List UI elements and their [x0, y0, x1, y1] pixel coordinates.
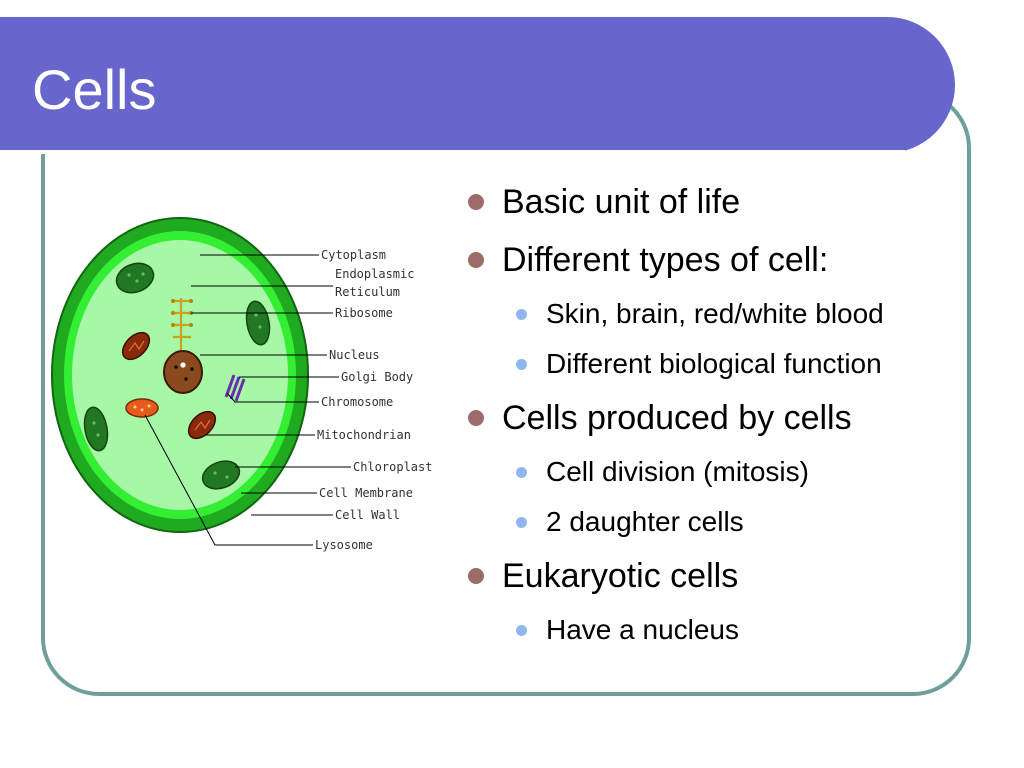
sub-bullet-text: Skin, brain, red/white blood: [546, 298, 884, 329]
bullet-text: Different types of cell:: [502, 241, 829, 279]
bullet-item: Basic unit of life: [464, 182, 984, 222]
sub-bullet-text: Different biological function: [546, 348, 882, 379]
bullet-dot-icon: [468, 410, 484, 426]
leader-lines: [144, 254, 351, 546]
label-nucleus: Nucleus: [329, 348, 380, 362]
label-chromosome: Chromosome: [321, 395, 393, 409]
sub-bullet-item: Different biological function: [500, 348, 984, 380]
sub-bullet-dot-icon: [516, 467, 527, 478]
bullet-text: Eukaryotic cells: [502, 557, 739, 595]
chloroplast-shape: [201, 460, 241, 490]
sub-bullet-dot-icon: [516, 625, 527, 636]
nucleus-shape: [163, 350, 203, 394]
ribosome-dots: [171, 299, 193, 327]
bullet-text: Cells produced by cells: [502, 399, 852, 437]
label-cell-wall: Cell Wall: [335, 508, 400, 522]
sub-bullet-item: Have a nucleus: [500, 614, 984, 646]
bullet-item: Cells produced by cells: [464, 398, 984, 438]
mitochondria-cristae: [128, 340, 211, 431]
bullet-text: Basic unit of life: [502, 183, 741, 221]
sub-bullet-text: Have a nucleus: [546, 614, 740, 645]
mitochondria: [121, 331, 217, 440]
sub-bullet-text: Cell division (mitosis): [546, 456, 809, 487]
bullet-dot-icon: [468, 568, 484, 584]
bullet-dot-icon: [468, 252, 484, 268]
label-chloroplast: Chloroplast: [353, 460, 432, 474]
label-reticulum: Reticulum: [335, 285, 400, 299]
chromosome-dots: [174, 365, 194, 381]
bullet-item: Different types of cell:: [464, 240, 984, 280]
chloroplast-texture: [92, 272, 262, 479]
bullet-item: Eukaryotic cells: [464, 556, 984, 596]
slide-title: Cells: [32, 58, 157, 121]
plant-cell-diagram: Cytoplasm Endoplasmic Reticulum Ribosome…: [51, 217, 432, 552]
title-bar: Cells: [0, 17, 955, 154]
mitochondrion-shape: [187, 410, 217, 440]
mitochondrion-shape: [121, 331, 151, 361]
chloroplast-shape: [83, 406, 109, 452]
label-lysosome: Lysosome: [315, 538, 373, 552]
diagram-labels: Cytoplasm Endoplasmic Reticulum Ribosome…: [315, 248, 432, 552]
lysosome-shape: [125, 398, 159, 418]
label-mitochondrian: Mitochondrian: [317, 428, 411, 442]
label-golgi-body: Golgi Body: [341, 370, 413, 384]
sub-bullet-item: Skin, brain, red/white blood: [500, 298, 984, 330]
sub-bullet-dot-icon: [516, 359, 527, 370]
nucleolus-shape: [180, 362, 186, 368]
label-ribosome: Ribosome: [335, 306, 393, 320]
endoplasmic-reticulum-shape: [173, 298, 191, 353]
sub-bullet-item: 2 daughter cells: [500, 506, 984, 538]
title-underline: [0, 150, 905, 154]
sub-bullet-item: Cell division (mitosis): [500, 456, 984, 488]
sub-bullet-dot-icon: [516, 517, 527, 528]
bullet-list: Basic unit of life Different types of ce…: [464, 182, 984, 664]
sub-bullet-text: 2 daughter cells: [546, 506, 744, 537]
chloroplasts: [83, 262, 271, 490]
label-endoplasmic: Endoplasmic: [335, 267, 414, 281]
bullet-dot-icon: [468, 194, 484, 210]
chloroplast-shape: [115, 262, 155, 294]
label-cell-membrane: Cell Membrane: [319, 486, 413, 500]
label-cytoplasm: Cytoplasm: [321, 248, 386, 262]
lysosome-dots: [133, 404, 151, 412]
chloroplast-shape: [245, 300, 271, 346]
sub-bullet-dot-icon: [516, 309, 527, 320]
